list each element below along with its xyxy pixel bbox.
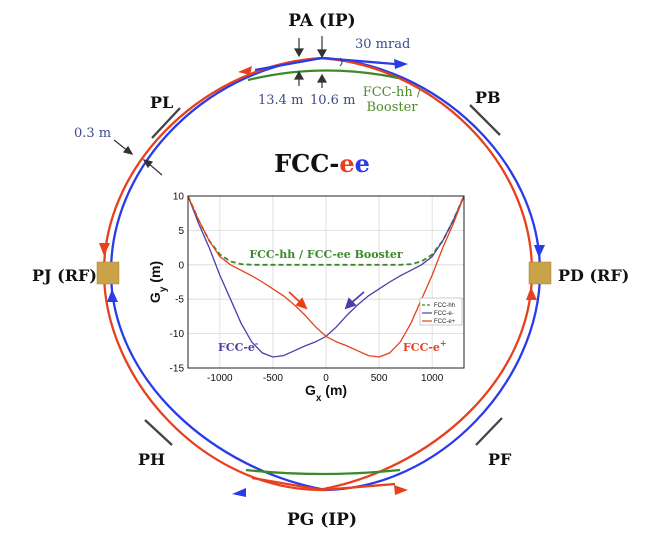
arrow-electron-bottom [232, 488, 246, 497]
x-tick-label: 500 [371, 373, 388, 384]
ylabel-main: G [147, 292, 163, 303]
legend-label: FCC-e+ [434, 319, 456, 325]
y-tick-label: 0 [178, 260, 184, 271]
label-pb: PB [475, 88, 501, 107]
straight-section-ph [144, 419, 173, 446]
arrow-electron-right [534, 245, 545, 258]
dimension-arrow-10-6 [316, 36, 328, 88]
label-pf: PF [488, 450, 512, 469]
electron-ring [321, 56, 542, 492]
x-tick-label: -1000 [207, 373, 233, 384]
label-13-4m: 13.4 m [258, 93, 303, 108]
arrow-electron-top [394, 59, 408, 69]
chart-frame [187, 195, 465, 369]
y-tick-label: -5 [175, 295, 184, 306]
title-prefix: FCC- [274, 149, 339, 178]
chart-ylabel: Gy (m) [147, 261, 169, 303]
y-tick-label: 5 [178, 226, 184, 237]
label-hh-line1: FCC-hh / [363, 85, 422, 100]
arrow-positron-bottom [394, 485, 408, 495]
annotation-center: FCC-hh / FCC-ee Booster [249, 248, 403, 261]
y-tick-label: -10 [170, 329, 185, 340]
ip-crossing-bottom [251, 476, 396, 492]
chart-xlabel: Gx (m) [305, 382, 347, 404]
annotation-left: FCC-e- [218, 338, 258, 354]
x-tick-label: 1000 [421, 373, 444, 384]
label-pl: PL [150, 93, 173, 112]
label-pa: PA (IP) [288, 11, 355, 31]
arrow-positron-right [526, 287, 537, 300]
annotation-right-text: FCC-e [403, 341, 440, 354]
label-hh-line2: Booster [366, 100, 418, 115]
dimension-arrow-0-3 [113, 139, 163, 176]
positron-ring-right [317, 56, 534, 492]
label-10-6m: 10.6 m [310, 93, 355, 108]
ylabel-sub: y [158, 286, 169, 292]
electron-ring-left [109, 56, 327, 492]
rf-cavity-pj [96, 261, 120, 285]
annotation-left-sup: - [255, 338, 258, 348]
title-e-blue: e [355, 149, 370, 178]
label-0-3m: 0.3 m [74, 126, 111, 141]
annotation-right: FCC-e+ [403, 338, 447, 354]
hadron-booster-bottom [245, 468, 401, 476]
x-tick-label: 0 [323, 373, 329, 384]
y-tick-label: -15 [170, 364, 185, 375]
title-e-red: e [339, 149, 354, 178]
straight-section-pb [469, 104, 501, 136]
series-line-fcc-e- [187, 195, 465, 358]
arrow-electron-left [107, 289, 118, 302]
inset-arrow-electron [344, 291, 365, 310]
chart-series-layer [187, 195, 465, 358]
label-ph: PH [138, 450, 165, 469]
straight-section-pl [151, 107, 181, 139]
x-tick-label: -500 [263, 373, 283, 384]
dimension-arrow-13-4 [293, 38, 305, 86]
chart-ticks: -1000 -500 0 500 1000 10 5 0 -5 -10 -15 [170, 192, 444, 385]
label-pj: PJ (RF) [32, 266, 97, 285]
arrow-positron-left [99, 243, 110, 256]
angle-marker [339, 57, 343, 67]
inset-chart: -1000 -500 0 500 1000 10 5 0 -5 -10 -15 Gx (m) Gy … [147, 192, 465, 404]
xlabel-main: G [305, 382, 316, 398]
diagram-title: FCC-ee [274, 149, 370, 178]
ylabel-unit: (m) [147, 261, 163, 287]
straight-section-pf [475, 417, 503, 446]
xlabel-unit: (m) [321, 382, 347, 398]
legend-label: FCC-hh [434, 303, 455, 309]
inset-arrow-positron [288, 291, 308, 310]
label-pd: PD (RF) [558, 266, 629, 285]
legend-label: FCC-e- [434, 311, 454, 317]
label-pg: PG (IP) [287, 510, 357, 530]
rf-cavity-pd [528, 261, 552, 285]
annotation-left-text: FCC-e [218, 341, 255, 354]
arrow-positron-top [238, 66, 252, 75]
hadron-booster-top [247, 69, 399, 82]
positron-ring [102, 56, 323, 492]
y-tick-label: 10 [173, 192, 185, 203]
series-line-fcc-hh [187, 195, 465, 266]
label-30mrad: 30 mrad [355, 37, 410, 52]
annotation-right-sup: + [440, 338, 447, 348]
xlabel-sub: x [316, 393, 322, 404]
